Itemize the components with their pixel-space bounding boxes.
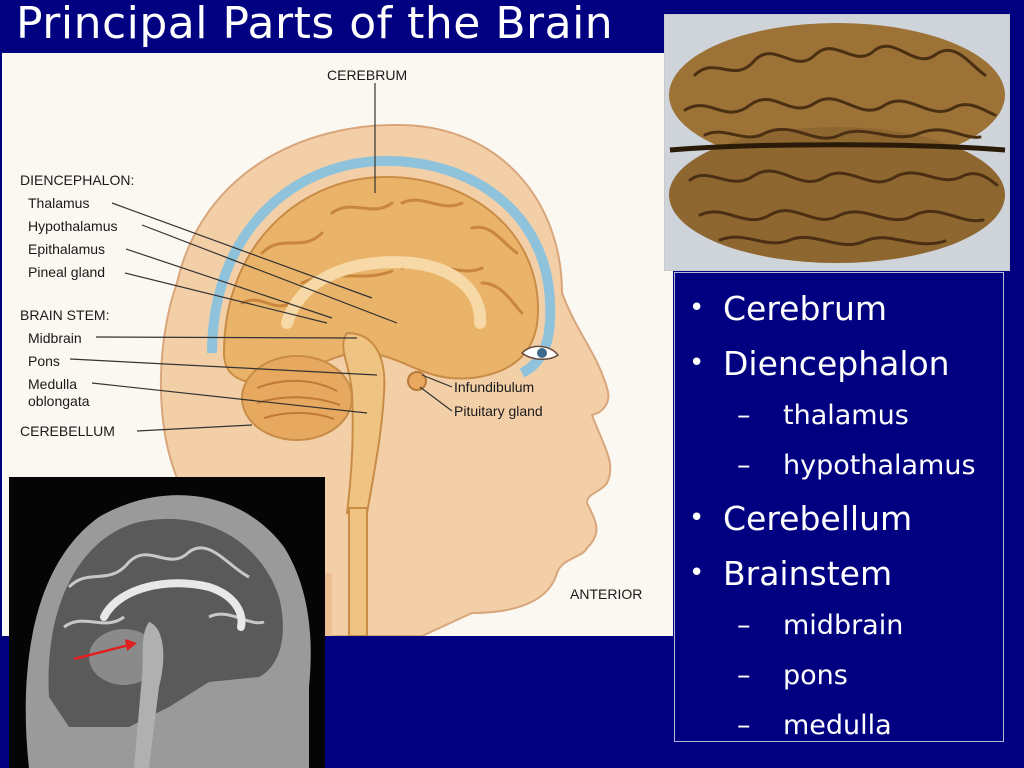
bullet-dot: • — [689, 503, 705, 533]
label-cerebrum: CEREBRUM — [327, 67, 407, 83]
bullet-text: hypothalamus — [783, 450, 976, 481]
bullet-text: thalamus — [783, 400, 909, 431]
bullet-dot: • — [689, 293, 705, 323]
label-anterior: ANTERIOR — [570, 586, 642, 602]
bullet-dot: • — [689, 558, 705, 588]
skull-membrane — [207, 155, 556, 378]
label-midbrain: Midbrain — [28, 330, 82, 346]
leader-lines — [69, 83, 453, 432]
bullet-item: • Diencephalon — [689, 336, 1003, 391]
mri-corpus-callosum — [100, 579, 246, 631]
bullet-list-box: • Cerebrum • Diencephalon – thalamus – hypothal… — [674, 272, 1004, 742]
mri-arrowhead — [125, 639, 137, 651]
brain-fissure — [669, 142, 1006, 153]
sub-bullet-item: – thalamus — [689, 391, 1003, 441]
mri-cerebellum — [89, 629, 159, 685]
bullet-text: Cerebrum — [723, 289, 888, 328]
label-medulla: Medulla — [28, 376, 77, 392]
bullet-dash: – — [737, 400, 751, 431]
label-epithalamus: Epithalamus — [28, 241, 105, 257]
label-pituitary-gland: Pituitary gland — [454, 403, 543, 419]
mri-scan — [9, 477, 325, 768]
cerebellum-folia — [256, 379, 341, 420]
label-cerebellum: CEREBELLUM — [20, 423, 115, 439]
label-hypothalamus: Hypothalamus — [28, 218, 118, 234]
brain-lower-hemisphere — [669, 127, 1005, 263]
mri-arrow — [73, 643, 130, 661]
label-oblongata: oblongata — [28, 393, 90, 409]
pituitary-gland — [407, 371, 427, 391]
bullet-dot: • — [689, 348, 705, 378]
bullet-dash: – — [737, 710, 751, 741]
bullet-dash: – — [737, 660, 751, 691]
label-pons: Pons — [28, 353, 60, 369]
bullet-text: medulla — [783, 710, 892, 741]
spinal-cord — [348, 507, 368, 636]
label-brain-stem: BRAIN STEM: — [20, 307, 109, 323]
bullet-dash: – — [737, 610, 751, 641]
bullet-item: • Cerebrum — [689, 281, 1003, 336]
slide-title: Principal Parts of the Brain — [16, 0, 614, 49]
brain-photograph — [664, 14, 1010, 271]
bullet-text: pons — [783, 660, 848, 691]
label-thalamus: Thalamus — [28, 195, 89, 211]
sub-bullet-item: – pons — [689, 651, 1003, 701]
bullet-text: Brainstem — [723, 554, 893, 593]
bullet-text: Diencephalon — [723, 344, 950, 383]
iris — [537, 348, 547, 358]
label-pineal-gland: Pineal gland — [28, 264, 105, 280]
label-diencephalon: DIENCEPHALON: — [20, 172, 134, 188]
sub-bullet-item: – medulla — [689, 701, 1003, 751]
bullet-item: • Brainstem — [689, 546, 1003, 601]
brain-photo-gyri — [683, 44, 999, 247]
bullet-text: midbrain — [783, 610, 904, 641]
bullet-text: Cerebellum — [723, 499, 913, 538]
bullet-item: • Cerebellum — [689, 491, 1003, 546]
label-infundibulum: Infundibulum — [454, 379, 534, 395]
brain-photo-svg — [665, 15, 1009, 270]
bullet-dash: – — [737, 450, 751, 481]
sub-bullet-item: – midbrain — [689, 601, 1003, 651]
sub-bullet-item: – hypothalamus — [689, 441, 1003, 491]
mri-brainstem — [134, 622, 164, 768]
bullet-list: • Cerebrum • Diencephalon – thalamus – hypothal… — [689, 281, 1003, 751]
mri-svg — [9, 477, 325, 768]
